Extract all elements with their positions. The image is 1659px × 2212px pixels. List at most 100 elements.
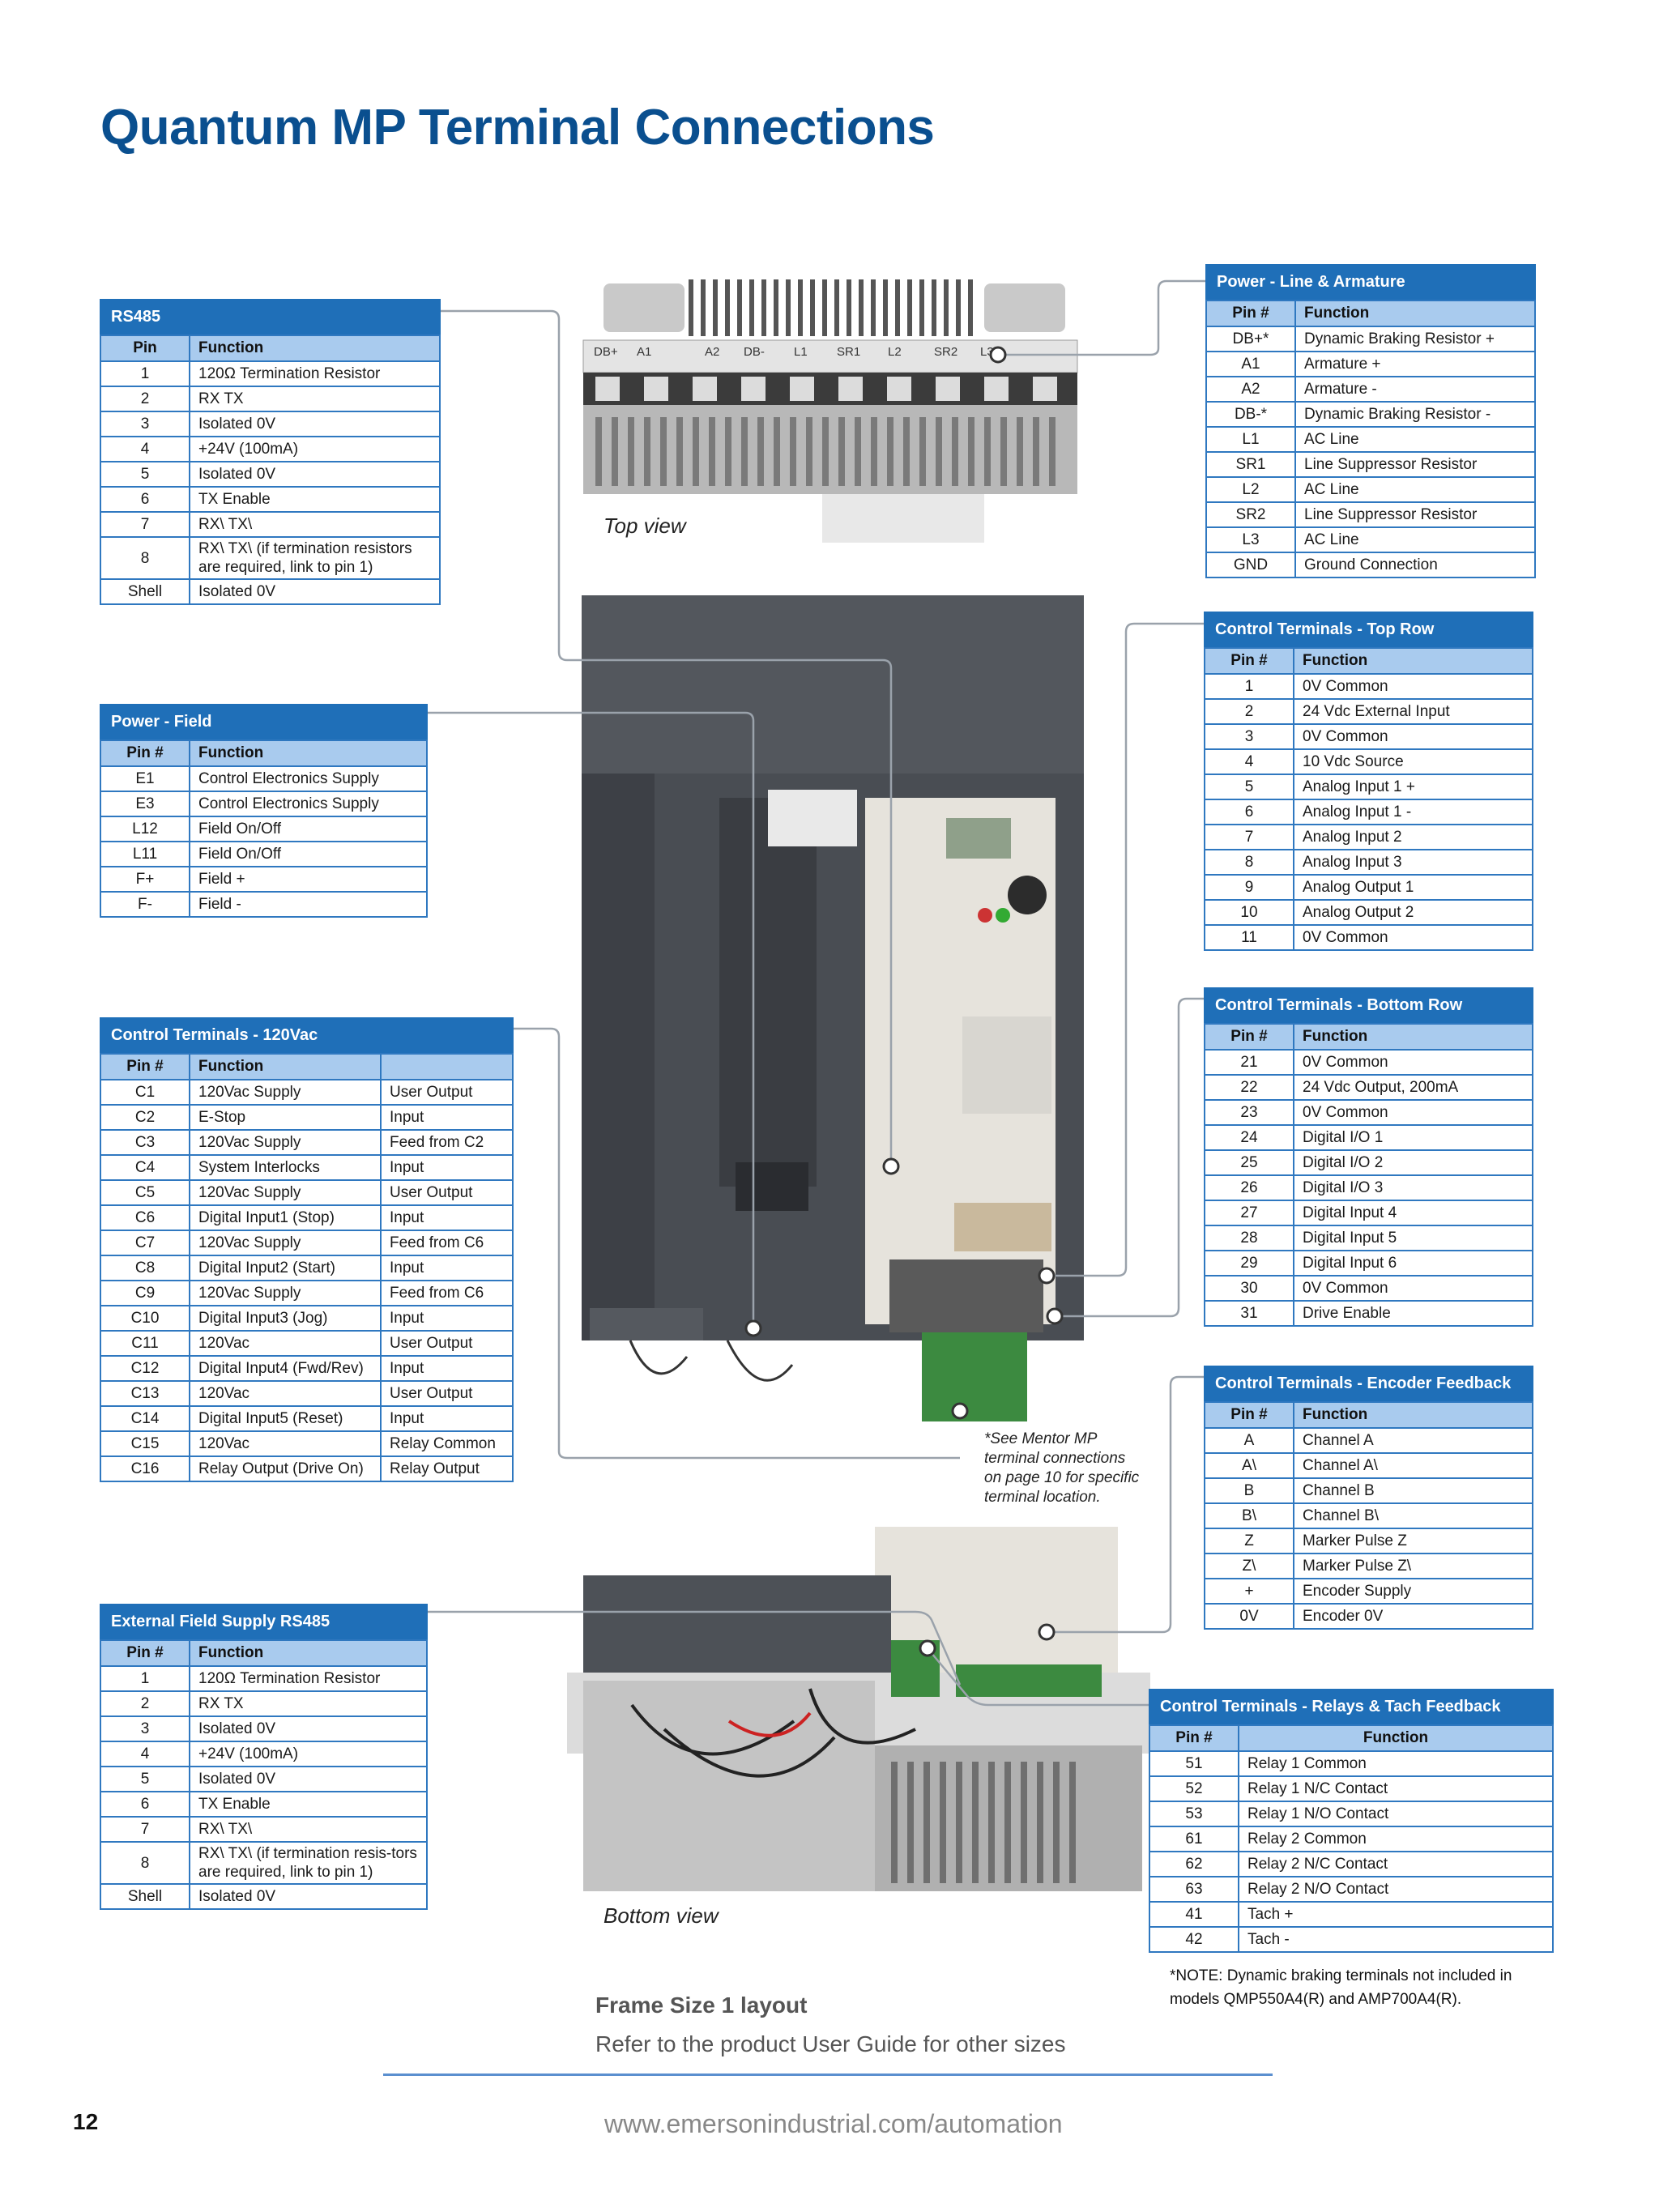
- col-header: [380, 1053, 514, 1080]
- function-cell: 0V Common: [1293, 1099, 1533, 1126]
- function-cell: AC Line: [1294, 476, 1536, 503]
- pin-cell: 26: [1204, 1174, 1294, 1201]
- pin-cell: 30: [1204, 1275, 1294, 1302]
- pin-cell: 25: [1204, 1149, 1294, 1176]
- function-cell: AC Line: [1294, 526, 1536, 553]
- pin-cell: 31: [1204, 1300, 1294, 1327]
- function-cell: AC Line: [1294, 426, 1536, 453]
- function-cell: Relay 2 N/O Contact: [1238, 1876, 1554, 1903]
- function-cell: Channel A\: [1293, 1452, 1533, 1479]
- pin-cell: F+: [100, 866, 190, 893]
- function-cell: Dynamic Braking Resistor +: [1294, 326, 1536, 352]
- pin-cell: 61: [1149, 1826, 1239, 1852]
- pin-cell: 1: [100, 1665, 190, 1692]
- pin-cell: 9: [1204, 874, 1294, 901]
- terminal-label: A1: [637, 345, 652, 359]
- bottom-view-photo: [567, 1527, 1150, 1891]
- pin-cell: C9: [100, 1280, 190, 1306]
- col-header: Function: [1293, 1023, 1533, 1051]
- function-cell: Ground Connection: [1294, 552, 1536, 578]
- function-cell: Isolated 0V: [189, 1715, 428, 1742]
- function-cell: Digital Input 6: [1293, 1250, 1533, 1276]
- function-cell: Isolated 0V: [189, 411, 441, 437]
- function-cell: 120Vac: [189, 1330, 382, 1357]
- pin-cell: L12: [100, 816, 190, 842]
- pin-cell: 8: [100, 536, 190, 580]
- top-terminal-labels: DB+ A1 A2 DB- L1 SR1 L2 SR2 L3: [590, 345, 1084, 361]
- col-header: Function: [1293, 647, 1533, 675]
- pin-cell: 22: [1204, 1074, 1294, 1101]
- pin-cell: 51: [1149, 1750, 1239, 1777]
- control-120vac-table: Control Terminals - 120Vac Pin #Function…: [100, 1017, 514, 1482]
- power-line-table: Power - Line & Armature Pin #Function DB…: [1205, 264, 1536, 578]
- pin-cell: A: [1204, 1427, 1294, 1454]
- terminal-label: DB-: [744, 345, 765, 359]
- function-cell: 120Ω Termination Resistor: [189, 360, 441, 387]
- function-cell: Digital Input5 (Reset): [189, 1405, 382, 1432]
- relays-table: Control Terminals - Relays & Tach Feedba…: [1149, 1689, 1554, 1953]
- pin-cell: C15: [100, 1430, 190, 1457]
- bottom-view-caption: Bottom view: [603, 1903, 719, 1928]
- pin-cell: C2: [100, 1104, 190, 1131]
- pin-cell: 11: [1204, 924, 1294, 951]
- function-cell: 0V Common: [1293, 924, 1533, 951]
- function-cell: Digital Input4 (Fwd/Rev): [189, 1355, 382, 1382]
- function-cell: RX\ TX\: [189, 511, 441, 538]
- type-cell: Input: [380, 1154, 514, 1181]
- pin-cell: A2: [1205, 376, 1296, 403]
- pin-cell: 6: [100, 486, 190, 513]
- function-cell: Marker Pulse Z\: [1293, 1553, 1533, 1579]
- pin-cell: 2: [100, 1690, 190, 1717]
- function-cell: Analog Input 1 +: [1293, 774, 1533, 800]
- pin-cell: DB+*: [1205, 326, 1296, 352]
- col-header: Pin #: [1149, 1724, 1239, 1752]
- function-cell: Dynamic Braking Resistor -: [1294, 401, 1536, 428]
- table-title: Control Terminals - 120Vac: [100, 1017, 514, 1053]
- function-cell: Field -: [189, 891, 428, 918]
- col-header: Pin #: [1204, 647, 1294, 675]
- col-header: Function: [1238, 1724, 1554, 1752]
- col-header: Pin #: [100, 1053, 190, 1080]
- col-header: Function: [1294, 300, 1536, 327]
- type-cell: Relay Output: [380, 1455, 514, 1482]
- pin-cell: 5: [100, 461, 190, 488]
- pin-cell: 2: [1204, 698, 1294, 725]
- function-cell: 120Vac Supply: [189, 1129, 382, 1156]
- pin-cell: 1: [1204, 673, 1294, 700]
- pin-cell: 4: [100, 1741, 190, 1767]
- function-cell: E-Stop: [189, 1104, 382, 1131]
- pin-cell: 6: [100, 1791, 190, 1818]
- table-title: Power - Field: [100, 704, 428, 739]
- terminal-label: A2: [705, 345, 720, 359]
- function-cell: +24V (100mA): [189, 1741, 428, 1767]
- frame-size-subtitle: Refer to the product User Guide for othe…: [595, 2031, 1066, 2056]
- page-title: Quantum MP Terminal Connections: [100, 100, 935, 156]
- type-cell: Relay Common: [380, 1430, 514, 1457]
